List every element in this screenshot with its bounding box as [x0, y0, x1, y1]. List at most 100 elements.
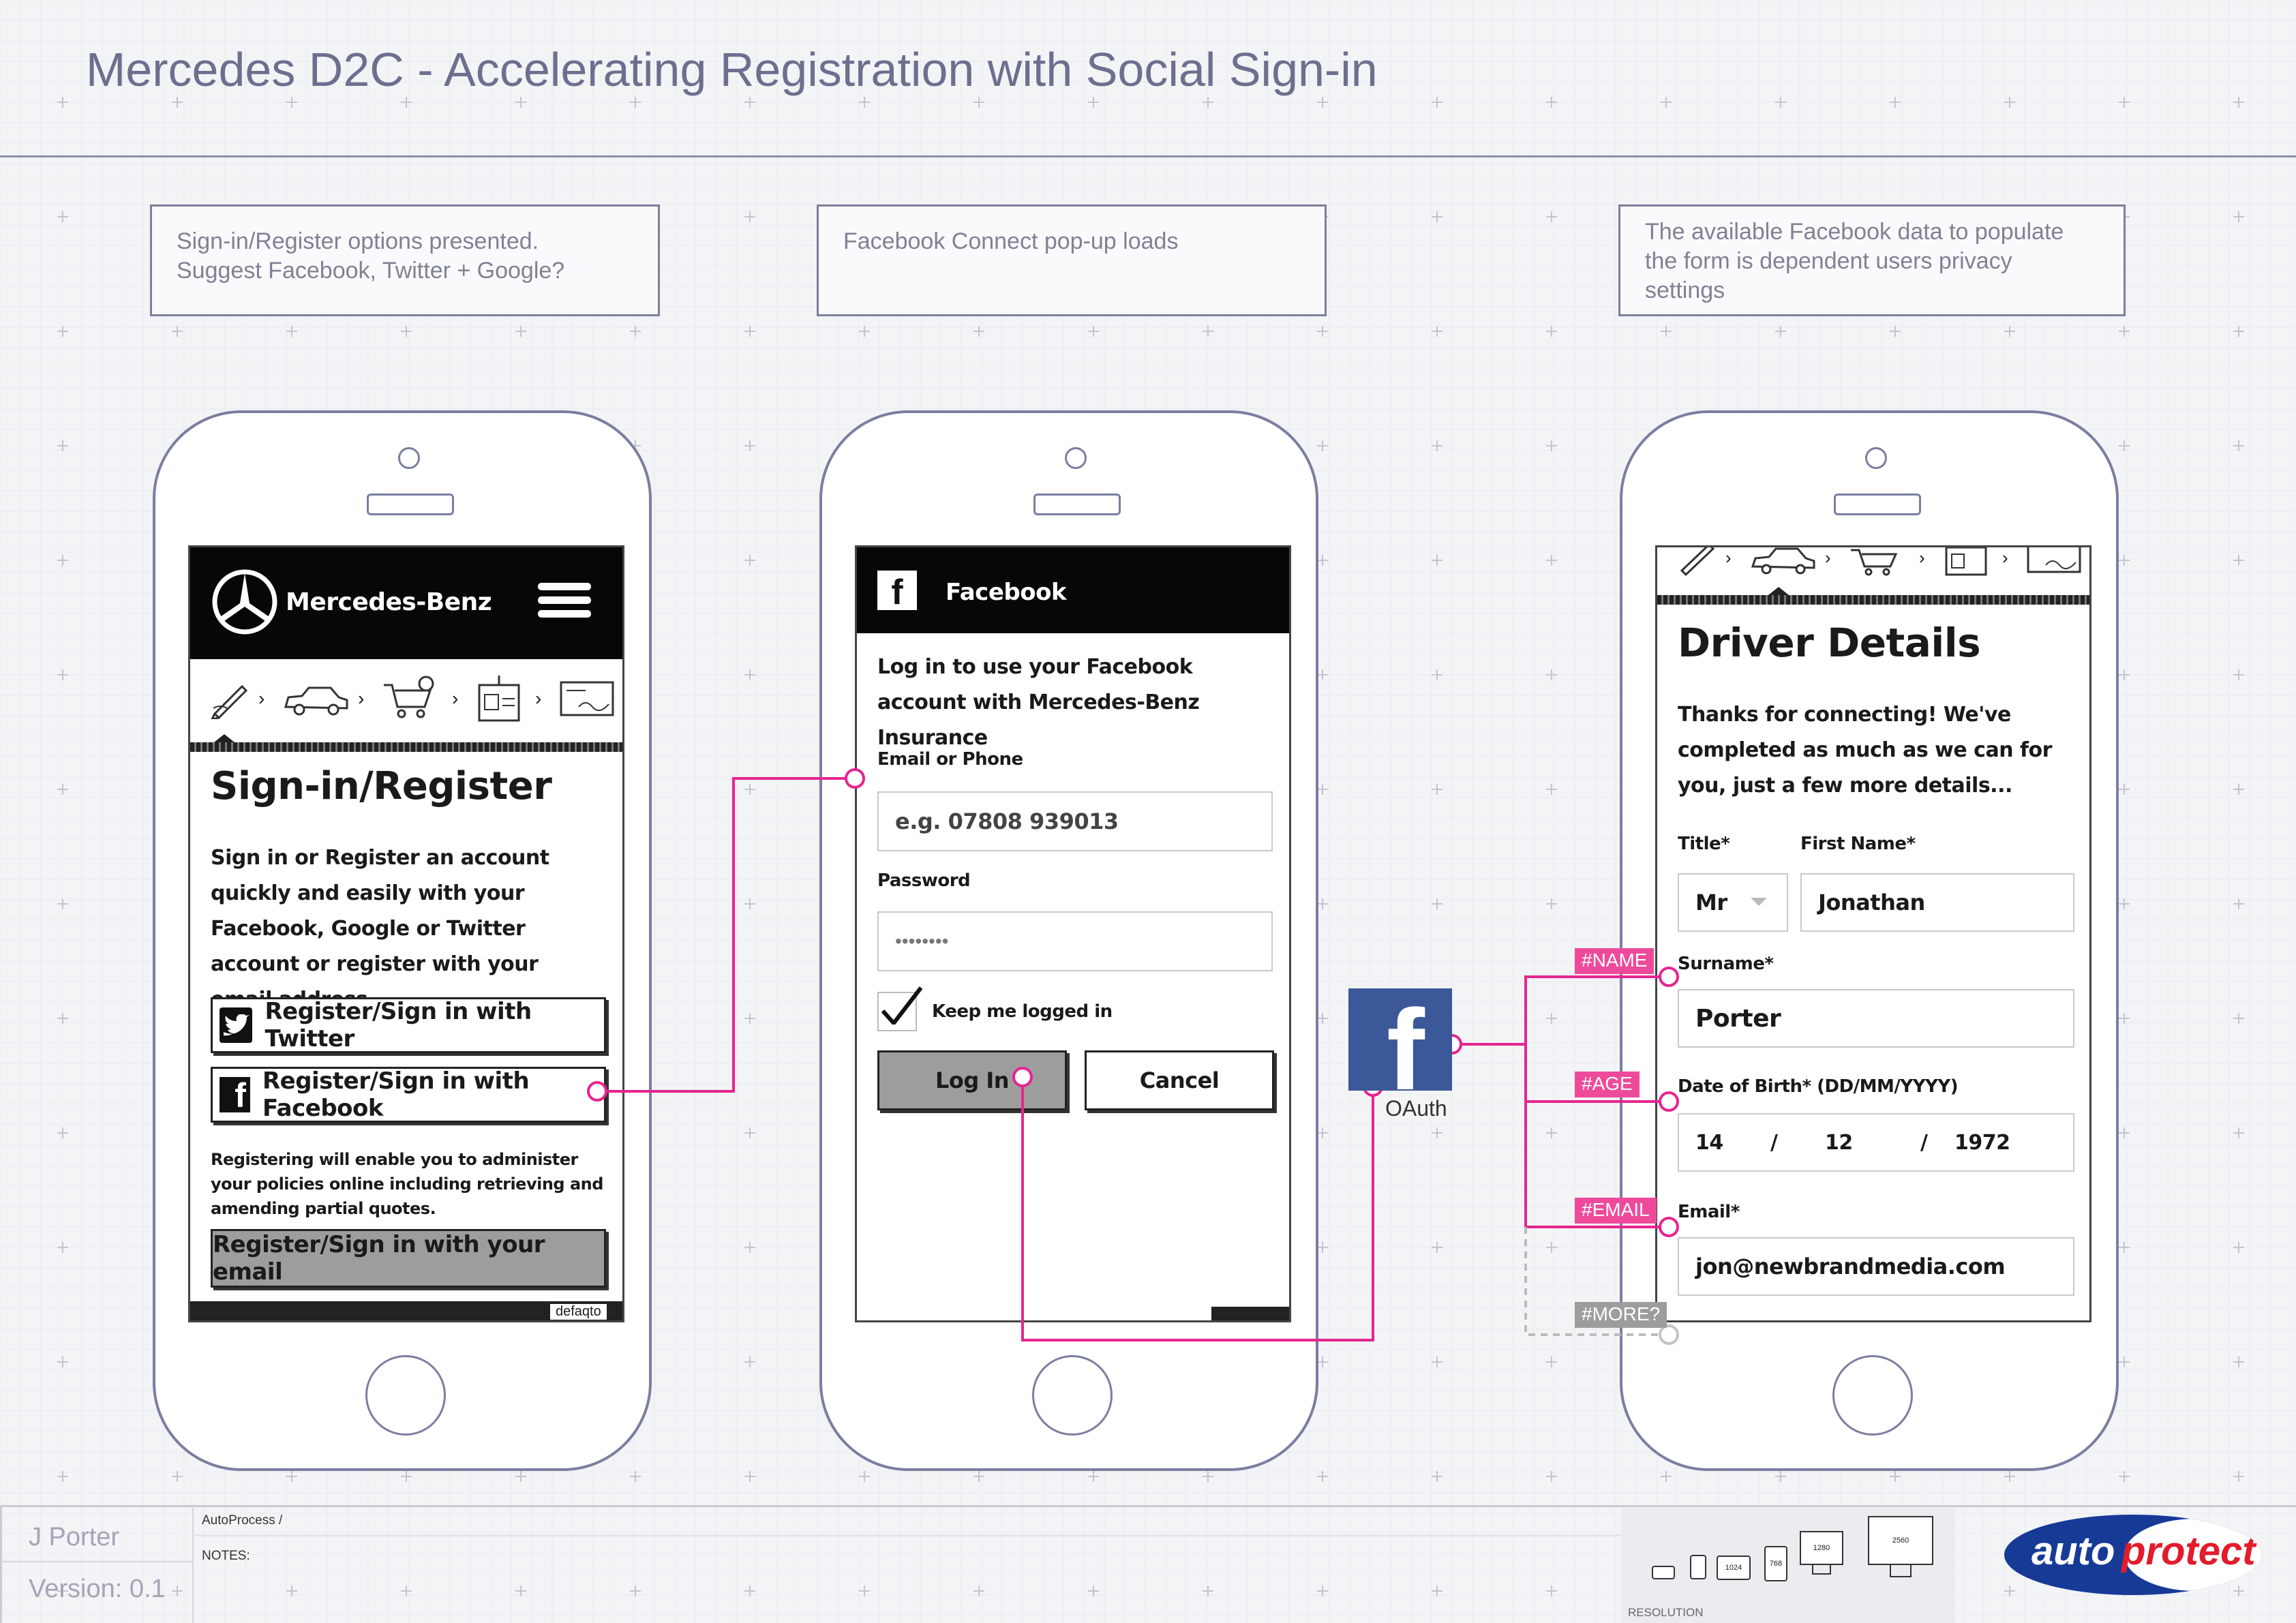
phone-home-button[interactable] [365, 1355, 446, 1436]
screen-footer: defaqto [190, 1301, 622, 1320]
password-label: Password [877, 870, 971, 891]
phone-camera [398, 447, 420, 469]
step-arrow: › [1725, 547, 1732, 568]
checkmark-icon [881, 986, 922, 1025]
screen-footer-bar [1211, 1307, 1289, 1320]
progress-steps: › › › › [1657, 547, 2089, 581]
pen-icon [211, 684, 248, 719]
id-card-icon [478, 676, 520, 722]
twitter-icon [220, 1007, 253, 1043]
desktop-monitor-icon[interactable]: 2560 [1868, 1516, 1933, 1565]
connector-more [1524, 1227, 1669, 1336]
dob-separator: / [1770, 1130, 1778, 1155]
page-title: Mercedes D2C - Accelerating Registration… [86, 43, 1378, 96]
dob-separator: / [1920, 1130, 1928, 1155]
logo-text-auto: auto [2031, 1529, 2115, 1573]
step-arrow: › [452, 688, 459, 709]
tag-name: #NAME [1575, 948, 1655, 974]
connector-dot [587, 1081, 607, 1102]
step-arrow: › [2002, 547, 2008, 568]
resolution-1280: 1280 [1813, 1544, 1830, 1552]
title-select[interactable]: Mr [1678, 873, 1788, 932]
email-button-label: Register/Sign in with your email [213, 1231, 545, 1286]
tablet-landscape-icon[interactable]: 1024 [1717, 1556, 1751, 1580]
notes-label: NOTES: [202, 1549, 250, 1563]
dob-month: 12 [1825, 1130, 1853, 1155]
tablet-portrait-icon[interactable]: 768 [1764, 1546, 1787, 1581]
phone-camera [1065, 447, 1087, 469]
keep-logged-in-label: Keep me logged in [932, 1001, 1113, 1022]
mercedes-star-icon [212, 569, 277, 635]
monitor-stand [1890, 1565, 1912, 1577]
screen-facebook-login: f Facebook Log in to use your Facebook a… [855, 545, 1291, 1322]
chevron-down-icon [1750, 898, 1767, 906]
footer-column-divider [192, 1505, 194, 1623]
tag-email: #EMAIL [1575, 1198, 1657, 1224]
dob-input[interactable]: 14 / 12 / 1972 [1678, 1113, 2074, 1172]
defaqto-badge: defaqto [550, 1304, 607, 1320]
registration-info: Registering will enable you to administe… [211, 1150, 603, 1218]
facebook-oauth-icon: f [1348, 988, 1452, 1091]
progress-divider [190, 742, 622, 752]
step-arrow: › [1825, 547, 1831, 568]
email-input[interactable]: jon@newbrandmedia.com [1678, 1237, 2074, 1296]
dob-label: Date of Birth* (DD/MM/YYYY) [1678, 1076, 1959, 1097]
process-path: AutoProcess / [202, 1513, 283, 1528]
cancel-button-label: Cancel [1139, 1067, 1220, 1093]
notes-line [192, 1535, 1624, 1536]
surname-label: Surname* [1678, 954, 1774, 974]
resolution-2560: 2560 [1892, 1536, 1909, 1545]
phone-portrait-icon[interactable] [1689, 1554, 1707, 1581]
phone-landscape-icon[interactable] [1651, 1565, 1676, 1581]
phone-speaker [367, 494, 454, 515]
facebook-login-button[interactable]: Log In [877, 1050, 1067, 1110]
note-step-1: Sign-in/Register options presented. Sugg… [150, 204, 660, 316]
facebook-cancel-button[interactable]: Cancel [1085, 1050, 1274, 1110]
phone-speaker [1033, 494, 1121, 515]
note-step-3: The available Facebook data to populate … [1618, 204, 2126, 316]
phone-frame-2: f Facebook Log in to use your Facebook a… [819, 410, 1318, 1471]
title-divider [0, 155, 2296, 157]
facebook-icon: f [220, 1077, 250, 1112]
email-phone-input[interactable]: e.g. 07808 939013 [877, 791, 1273, 851]
email-phone-label: Email or Phone [877, 749, 1023, 770]
connector-dot [1659, 967, 1679, 987]
connector-dot [1659, 1324, 1679, 1345]
step-arrow: › [535, 688, 542, 709]
resolution-1024: 1024 [1725, 1564, 1742, 1572]
twitter-button-label: Register/Sign in with Twitter [265, 998, 532, 1052]
step-arrow: › [258, 688, 265, 709]
logo-text-protect: protect [2121, 1529, 2256, 1573]
email-sign-in-button[interactable]: Register/Sign in with your email [211, 1229, 606, 1288]
first-name-input[interactable]: Jonathan [1800, 873, 2074, 932]
footer-divider [0, 1505, 2296, 1507]
phone-home-button[interactable] [1832, 1355, 1913, 1436]
facebook-sign-in-button[interactable]: f Register/Sign in with Facebook [211, 1067, 606, 1123]
oauth-label: OAuth [1385, 1096, 1447, 1121]
surname-input[interactable]: Porter [1678, 989, 2074, 1048]
connector-login-to-oauth [1021, 1077, 1374, 1341]
progress-steps: › › › › [190, 670, 622, 731]
footer-row-divider [0, 1561, 192, 1562]
connector-dot [1659, 1091, 1679, 1112]
twitter-sign-in-button[interactable]: Register/Sign in with Twitter [211, 997, 606, 1053]
facebook-login-intro: Log in to use your Facebook account with… [877, 655, 1200, 750]
keep-logged-in-checkbox[interactable] [877, 986, 922, 1031]
id-card-icon [1945, 547, 1987, 576]
facebook-button-label: Register/Sign in with Facebook [262, 1067, 530, 1122]
phone-frame-1: Mercedes-Benz › › › › Sign-in/Register S… [153, 410, 652, 1471]
menu-icon[interactable] [538, 583, 591, 618]
phone-speaker [1834, 494, 1921, 515]
facebook-logo-icon: f [877, 571, 917, 610]
version-label: Version: 0.1 [29, 1575, 166, 1603]
password-input[interactable]: •••••••• [877, 911, 1273, 971]
step-arrow: › [1919, 547, 1925, 568]
step-arrow: › [358, 688, 365, 709]
laptop-stand [1812, 1565, 1831, 1575]
phone-home-button[interactable] [1032, 1355, 1113, 1436]
title-value: Mr [1695, 890, 1727, 915]
laptop-icon[interactable]: 1280 [1800, 1531, 1843, 1565]
author-name: J Porter [29, 1523, 120, 1551]
note-step-2: Facebook Connect pop-up loads [817, 204, 1327, 316]
